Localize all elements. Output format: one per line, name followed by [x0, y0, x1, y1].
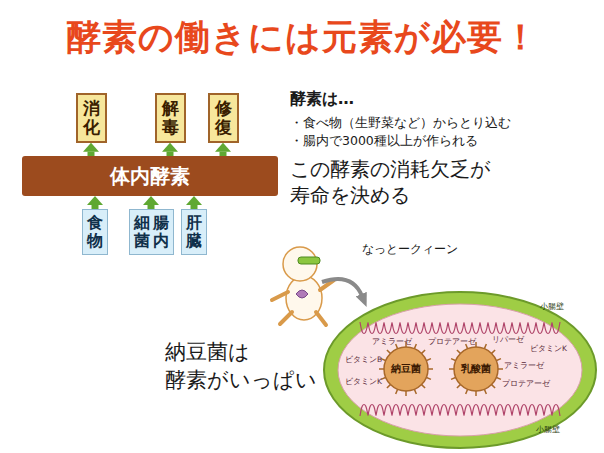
- node-text: 修復: [215, 99, 232, 136]
- pointer-arrow: [322, 279, 362, 296]
- heading-note: 酵素は…: [290, 90, 354, 108]
- intestine-inner: [338, 304, 582, 436]
- node-text: 消化: [83, 99, 100, 136]
- bullet-note: ・食べ物（生野菜など）からとり込む: [290, 116, 511, 130]
- bacteria-circle: 納豆菌: [384, 347, 428, 391]
- node-text: 食物: [87, 214, 103, 249]
- node-text: 肝臓: [186, 214, 202, 249]
- node-text: 解毒: [162, 99, 179, 136]
- wall-label: 小腸壁: [540, 303, 564, 312]
- enzyme-label: アミラーゼ: [504, 362, 544, 371]
- villi-top: [360, 322, 560, 334]
- node-text: 乳酸菌: [461, 362, 491, 376]
- node-text: 納豆菌: [391, 362, 421, 376]
- vitamin-label: ビタミンK: [345, 378, 382, 387]
- source-box: 食物: [82, 209, 108, 254]
- bacteria-circle: 乳酸菌: [454, 347, 498, 391]
- character-name: なっとークィーン: [362, 243, 458, 257]
- source-box: 肝臓: [181, 209, 207, 254]
- enzyme-label: プロテアーゼ: [428, 338, 476, 347]
- function-box: 修復: [208, 93, 239, 142]
- enzyme-label: アミラーゼ: [372, 338, 412, 347]
- enzyme-band: 体内酵素: [22, 156, 278, 196]
- statement-line: 寿命を決める: [290, 184, 410, 207]
- title: 酵素の働きには元素が必要！: [0, 14, 604, 61]
- node-text: 腸内: [153, 214, 169, 249]
- node-text: 細菌: [134, 214, 150, 249]
- wall-label: 小腸壁: [536, 426, 560, 435]
- vitamin-label: ビタミンK: [530, 345, 567, 354]
- villi: [360, 322, 560, 416]
- intestine-outer: [324, 292, 596, 448]
- function-box: 消化: [76, 93, 107, 142]
- function-box: 解毒: [155, 93, 186, 142]
- node-text: 体内酵素: [110, 163, 190, 190]
- caption-line: 酵素がいっぱい: [165, 368, 317, 392]
- enzyme-label: プロテアーゼ: [502, 380, 550, 389]
- enzyme-label: リパーゼ: [492, 336, 524, 345]
- caption-line: 納豆菌は: [165, 340, 250, 364]
- vitamin-label: ビタミンB: [345, 356, 382, 365]
- bullet-note: ・腸内で3000種以上が作られる: [290, 134, 478, 148]
- villi-bottom: [360, 405, 560, 417]
- nattoqueen-figure: [272, 247, 334, 325]
- source-box: 腸内細菌: [129, 209, 174, 254]
- statement-line: この酵素の消耗欠乏が: [290, 158, 490, 181]
